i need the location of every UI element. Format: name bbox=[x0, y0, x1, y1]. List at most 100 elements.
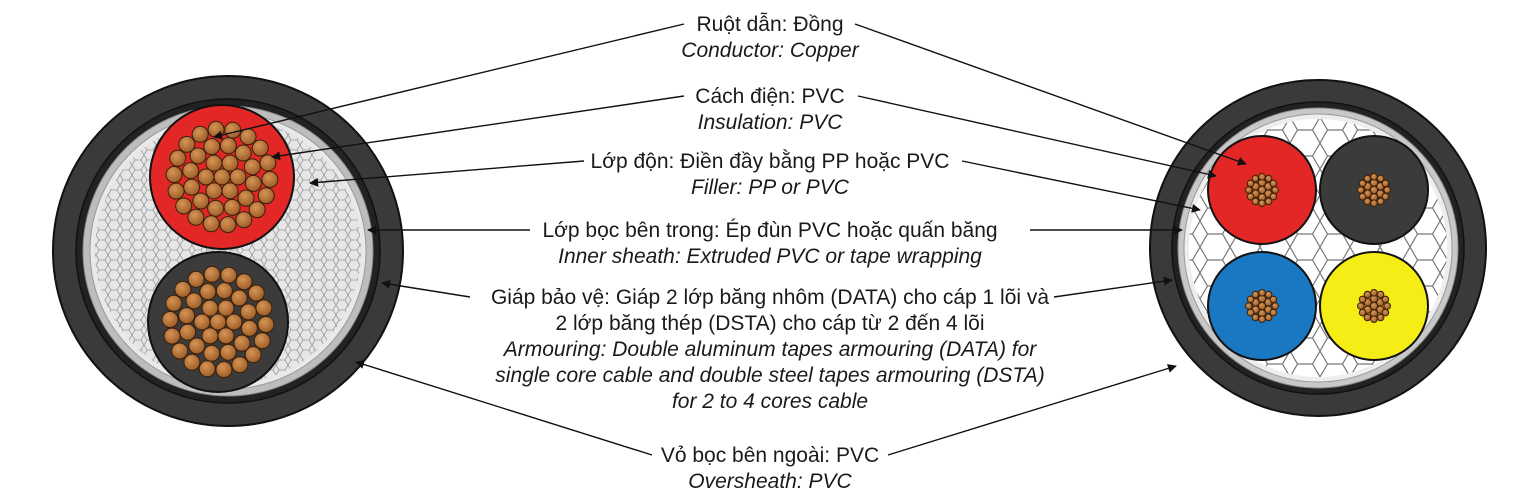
leader-armour-right bbox=[1053, 276, 1173, 298]
copper-strand bbox=[215, 282, 233, 300]
copper-strand bbox=[1264, 174, 1273, 183]
copper-strand bbox=[175, 197, 193, 215]
copper-strand bbox=[161, 311, 179, 329]
copper-strand bbox=[223, 198, 241, 216]
label-inner-sheath-en: Inner sheath: Extruded PVC or tape wrapp… bbox=[558, 245, 982, 268]
label-filler-en: Filler: PP or PVC bbox=[691, 176, 849, 199]
copper-strand bbox=[244, 346, 262, 364]
copper-strand bbox=[251, 139, 269, 157]
copper-conductors-right bbox=[1245, 173, 1391, 324]
copper-strand bbox=[187, 270, 205, 288]
copper-strand bbox=[207, 199, 225, 217]
leader-oversheath-left bbox=[355, 360, 653, 456]
copper-strand bbox=[1376, 290, 1385, 299]
leader-filler-right bbox=[961, 160, 1201, 213]
copper-strand bbox=[183, 353, 201, 371]
copper-strand bbox=[233, 334, 251, 352]
copper-strand bbox=[199, 283, 217, 301]
copper-strand bbox=[183, 178, 201, 196]
copper-strand bbox=[203, 344, 221, 362]
leader-armour-left bbox=[381, 279, 471, 298]
copper-strand bbox=[203, 265, 221, 283]
copper-strand bbox=[1376, 174, 1385, 183]
label-inner-sheath-vi: Lớp bọc bên trong: Ép đùn PVC hoặc quấn … bbox=[542, 219, 998, 242]
copper-strand bbox=[163, 327, 181, 345]
copper-strand bbox=[1381, 179, 1390, 188]
copper-strand bbox=[240, 319, 258, 337]
copper-strand bbox=[1269, 192, 1278, 201]
copper-strand bbox=[234, 144, 252, 162]
copper-strand bbox=[1269, 308, 1278, 317]
leader-conductor-right bbox=[854, 23, 1247, 166]
label-oversheath-vi: Vỏ bọc bên ngoài: PVC bbox=[660, 444, 880, 467]
leader-insulation-left bbox=[271, 95, 685, 161]
copper-strand bbox=[257, 187, 275, 205]
copper-strand bbox=[192, 192, 210, 210]
copper-strand bbox=[230, 289, 248, 307]
copper-strand bbox=[1381, 295, 1390, 304]
label-insulation-vi: Cách điện: PVC bbox=[695, 85, 845, 108]
copper-strand bbox=[165, 166, 183, 184]
copper-strand bbox=[220, 266, 238, 284]
four-core-cable bbox=[1149, 79, 1487, 417]
copper-strand bbox=[235, 273, 253, 291]
label-inner-sheath: Lớp bọc bên trong: Ép đùn PVC hoặc quấn … bbox=[0, 218, 1540, 270]
copper-strand bbox=[1246, 179, 1255, 188]
copper-strand bbox=[198, 360, 216, 378]
copper-strand bbox=[197, 168, 215, 186]
copper-strand bbox=[205, 182, 223, 200]
label-filler: Lớp độn: Điền đầy bằng PP hoặc PVC Fille… bbox=[0, 149, 1540, 201]
copper-conductor-2 bbox=[161, 265, 275, 379]
copper-strand bbox=[203, 138, 221, 156]
copper-strand bbox=[1246, 295, 1255, 304]
copper-strand bbox=[243, 158, 261, 176]
copper-strand bbox=[229, 168, 247, 186]
copper-strand bbox=[1269, 295, 1278, 304]
label-armouring-en-1: Armouring: Double aluminum tapes armouri… bbox=[503, 338, 1037, 361]
copper-strand bbox=[239, 303, 257, 321]
copper-strand bbox=[219, 216, 237, 234]
leader-insulation-right bbox=[857, 95, 1217, 179]
label-filler-vi: Lớp độn: Điền đầy bằng PP hoặc PVC bbox=[590, 150, 950, 173]
copper-strand bbox=[187, 208, 205, 226]
copper-strand bbox=[1381, 308, 1390, 317]
leader-filler-left bbox=[309, 160, 585, 187]
copper-strand bbox=[185, 292, 203, 310]
label-conductor-vi: Ruột dẫn: Đồng bbox=[696, 13, 844, 36]
copper-strand bbox=[215, 361, 233, 379]
copper-strand bbox=[247, 284, 265, 302]
copper-strand bbox=[179, 323, 197, 341]
copper-conductor-1 bbox=[165, 120, 279, 234]
copper-strand bbox=[219, 343, 237, 361]
copper-strand bbox=[248, 201, 266, 219]
copper-strand bbox=[193, 313, 211, 331]
copper-strand bbox=[178, 307, 196, 325]
label-insulation-en: Insulation: PVC bbox=[697, 111, 843, 134]
copper-strand bbox=[1251, 197, 1260, 206]
copper-strand bbox=[1363, 313, 1372, 322]
copper-strand bbox=[1269, 179, 1278, 188]
copper-strand bbox=[257, 315, 275, 333]
label-armouring-en-3: for 2 to 4 cores cable bbox=[671, 390, 869, 413]
copper-strand bbox=[191, 125, 209, 143]
label-oversheath: Vỏ bọc bên ngoài: PVC Oversheath: PVC bbox=[0, 443, 1540, 495]
copper-strand bbox=[244, 174, 262, 192]
copper-strand bbox=[202, 215, 220, 233]
copper-strand bbox=[225, 313, 243, 331]
copper-strand bbox=[253, 332, 271, 350]
label-armouring-en-2: single core cable and double steel tapes… bbox=[495, 364, 1045, 387]
copper-strand bbox=[235, 211, 253, 229]
copper-strand bbox=[261, 170, 279, 188]
leader-oversheath-right bbox=[887, 364, 1177, 456]
copper-strand bbox=[189, 147, 207, 165]
label-oversheath-en: Oversheath: PVC bbox=[688, 470, 852, 493]
copper-strand bbox=[217, 299, 235, 317]
copper-strand bbox=[255, 299, 273, 317]
label-conductor-en: Conductor: Copper bbox=[681, 39, 859, 62]
copper-strand bbox=[1363, 197, 1372, 206]
copper-strand bbox=[231, 356, 249, 374]
copper-strand bbox=[1381, 192, 1390, 201]
leader-lines bbox=[213, 23, 1247, 456]
label-insulation: Cách điện: PVC Insulation: PVC bbox=[0, 84, 1540, 136]
copper-strand bbox=[201, 327, 219, 345]
